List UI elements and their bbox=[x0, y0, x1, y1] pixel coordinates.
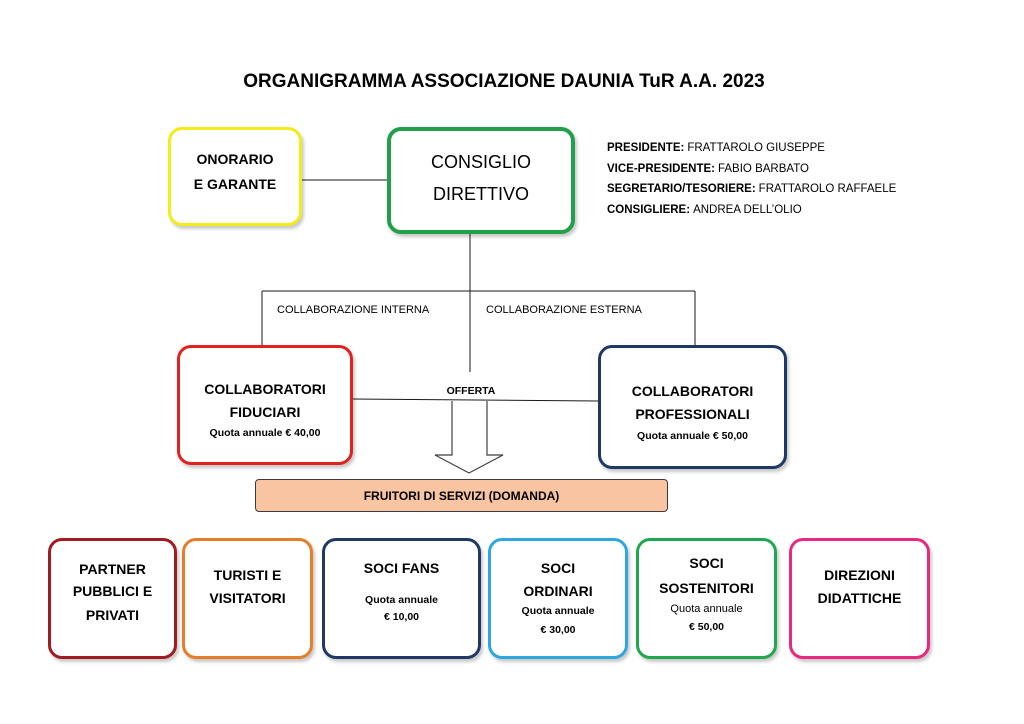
group-label-line: DIREZIONI bbox=[824, 567, 895, 583]
group-schools-box: DIREZIONI DIDATTICHE bbox=[789, 538, 930, 659]
group-label-line: VISITATORI bbox=[209, 590, 286, 606]
group-fee-label: Quota annuale bbox=[365, 594, 438, 606]
group-ordinary-box: SOCI ORDINARI Quota annuale € 30,00 bbox=[488, 538, 628, 659]
group-label-line: SOCI bbox=[689, 555, 724, 571]
board-label-line: DIRETTIVO bbox=[432, 184, 529, 204]
group-fee-label: Quota annuale bbox=[521, 605, 595, 617]
external-collaboration-label: COLLABORAZIONE ESTERNA bbox=[486, 304, 642, 316]
chart-title: ORGANIGRAMMA ASSOCIAZIONE DAUNIA TuR A.A… bbox=[243, 71, 765, 92]
offer-down-arrow bbox=[434, 401, 504, 474]
board-member: CONSIGLIERE:ANDREA DELL’OLIO bbox=[607, 200, 896, 221]
board-box: CONSIGLIO DIRETTIVO bbox=[387, 127, 575, 234]
board-member: VICE-PRESIDENTE:FABIO BARBATO bbox=[607, 159, 896, 180]
group-partner-box: PARTNER PUBBLICI E PRIVATI bbox=[48, 538, 177, 659]
board-members-list: PRESIDENTE:FRATTAROLO GIUSEPPE VICE-PRES… bbox=[607, 138, 896, 220]
group-tourists-box: TURISTI E VISITATORI bbox=[182, 538, 313, 659]
group-label-line: SOCI FANS bbox=[363, 560, 440, 576]
offer-label: OFFERTA bbox=[446, 385, 496, 397]
group-label-line: DIDATTICHE bbox=[817, 590, 902, 606]
member-name: FRATTAROLO RAFFAELE bbox=[758, 183, 897, 195]
trusted-label-line: COLLABORATORI bbox=[204, 381, 326, 397]
board-label-line: CONSIGLIO bbox=[430, 152, 532, 172]
trusted-collaborators-box: COLLABORATORI FIDUCIARI Quota annuale € … bbox=[177, 345, 353, 465]
member-role: PRESIDENTE: bbox=[607, 142, 685, 154]
connector-collaborators bbox=[351, 398, 599, 402]
group-fee-value: € 30,00 bbox=[540, 624, 576, 636]
demand-bar: FRUITORI DI SERVIZI (DOMANDA) bbox=[255, 479, 668, 512]
internal-collaboration-label: COLLABORAZIONE INTERNA bbox=[277, 304, 430, 316]
group-label-line: ORDINARI bbox=[523, 583, 593, 599]
group-fee-value: € 50,00 bbox=[688, 621, 725, 633]
group-label-line: SOSTENITORI bbox=[659, 580, 754, 596]
professional-label-line: PROFESSIONALI bbox=[635, 406, 750, 422]
professional-label-line: COLLABORATORI bbox=[631, 383, 754, 399]
board-member: PRESIDENTE:FRATTAROLO GIUSEPPE bbox=[607, 138, 896, 159]
trusted-label-line: FIDUCIARI bbox=[229, 404, 301, 420]
group-label-line: PUBBLICI E bbox=[72, 583, 153, 599]
group-label-line: SOCI bbox=[540, 560, 576, 576]
member-name: FABIO BARBATO bbox=[718, 162, 809, 175]
honorary-label-line: E GARANTE bbox=[193, 176, 277, 192]
honorary-box: ONORARIO E GARANTE bbox=[168, 127, 302, 226]
trusted-annual-fee: Quota annuale € 40,00 bbox=[209, 427, 321, 439]
member-role: CONSIGLIERE: bbox=[607, 203, 691, 216]
group-fans-box: SOCI FANS Quota annuale € 10,00 bbox=[322, 538, 481, 659]
professional-annual-fee: Quota annuale € 50,00 bbox=[637, 430, 748, 442]
group-fee-label: Quota annuale bbox=[670, 603, 743, 615]
member-name: ANDREA DELL’OLIO bbox=[693, 203, 802, 216]
member-role: SEGRETARIO/TESORIERE: bbox=[607, 183, 756, 195]
group-supporters-box: SOCI SOSTENITORI Quota annuale € 50,00 bbox=[636, 538, 777, 659]
group-fee-value: € 10,00 bbox=[383, 611, 420, 623]
group-label-line: PRIVATI bbox=[85, 607, 140, 623]
group-label-line: TURISTI E bbox=[213, 567, 282, 583]
member-name: FRATTAROLO GIUSEPPE bbox=[687, 142, 825, 154]
board-member: SEGRETARIO/TESORIERE:FRATTAROLO RAFFAELE bbox=[607, 179, 896, 200]
group-label-line: PARTNER bbox=[79, 561, 146, 577]
professional-collaborators-box: COLLABORATORI PROFESSIONALI Quota annual… bbox=[598, 345, 787, 469]
honorary-label-line: ONORARIO bbox=[196, 151, 274, 167]
member-role: VICE-PRESIDENTE: bbox=[607, 162, 715, 175]
